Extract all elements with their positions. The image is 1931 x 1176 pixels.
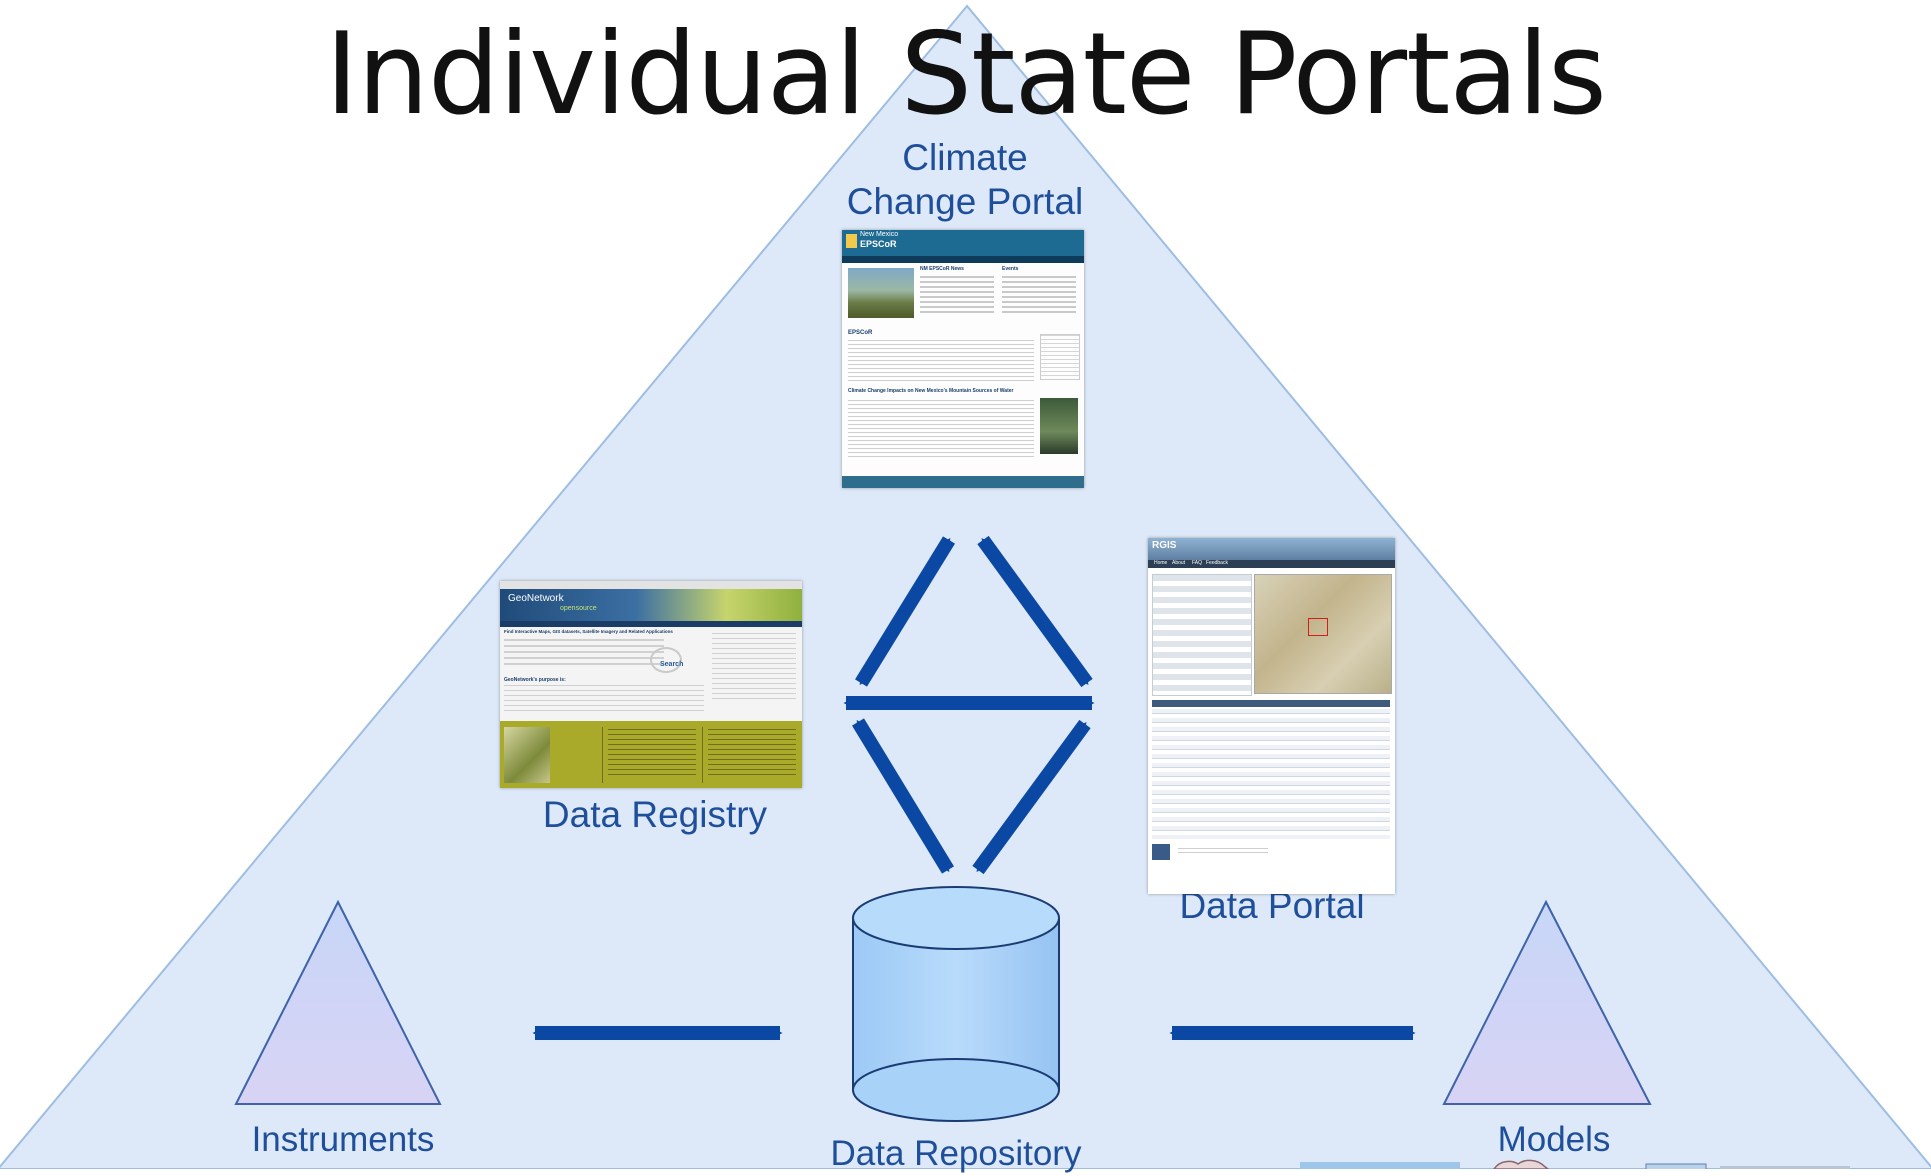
events-heading: Events — [1002, 266, 1019, 272]
data-registry-screenshot: GeoNetwork opensource Find Interactive M… — [500, 581, 802, 788]
footer-logos — [1300, 1159, 1850, 1169]
registry-heading: Find Interactive Maps, GIS datasets, Sat… — [504, 629, 673, 634]
portal-pyramid — [0, 4, 1931, 1169]
database-cylinder-icon — [852, 886, 1060, 1122]
instruments-label: Instruments — [251, 1120, 435, 1159]
double-arrow-icon — [855, 536, 955, 687]
search-label: Search — [660, 661, 684, 668]
section-heading: EPSCoR — [848, 330, 873, 336]
data-portal-screenshot: RGIS Home About FAQ Feedback — [1148, 538, 1395, 894]
climate-portal-label: Climate Change Portal — [846, 137, 1084, 222]
data-registry-label: Data Registry — [542, 794, 768, 835]
portal-nav-faq: FAQ — [1192, 560, 1203, 566]
climate-portal-screenshot: New Mexico EPSCoR NM EPSCoR News Events … — [842, 230, 1084, 488]
feature-heading: Climate Change Impacts on New Mexico's M… — [848, 388, 1014, 394]
double-arrow-icon — [972, 719, 1091, 875]
double-arrow-icon — [852, 718, 954, 874]
models-label: Models — [1497, 1120, 1611, 1159]
geonetwork-sub: opensource — [560, 605, 597, 612]
brand-line1: New Mexico — [860, 231, 899, 238]
portal-nav-home: Home — [1154, 560, 1168, 566]
models-triangle-icon — [1442, 899, 1652, 1105]
portal-nav-about: About — [1172, 560, 1186, 566]
brand-line2: EPSCoR — [860, 239, 897, 249]
instruments-triangle-icon — [234, 899, 442, 1105]
page-title: Individual State Portals — [325, 8, 1607, 140]
purpose-heading: GeoNetwork's purpose is: — [504, 677, 566, 683]
geonetwork-brand: GeoNetwork — [508, 593, 564, 604]
news-heading: NM EPSCoR News — [920, 266, 964, 272]
double-arrow-icon — [977, 535, 1093, 688]
portal-nav-feedback: Feedback — [1206, 560, 1228, 566]
hub-arrows — [532, 535, 1416, 1040]
epscor-logo-icon — [846, 234, 857, 248]
data-repository-label: Data Repository — [830, 1134, 1082, 1173]
rgis-brand: RGIS — [1152, 540, 1177, 551]
